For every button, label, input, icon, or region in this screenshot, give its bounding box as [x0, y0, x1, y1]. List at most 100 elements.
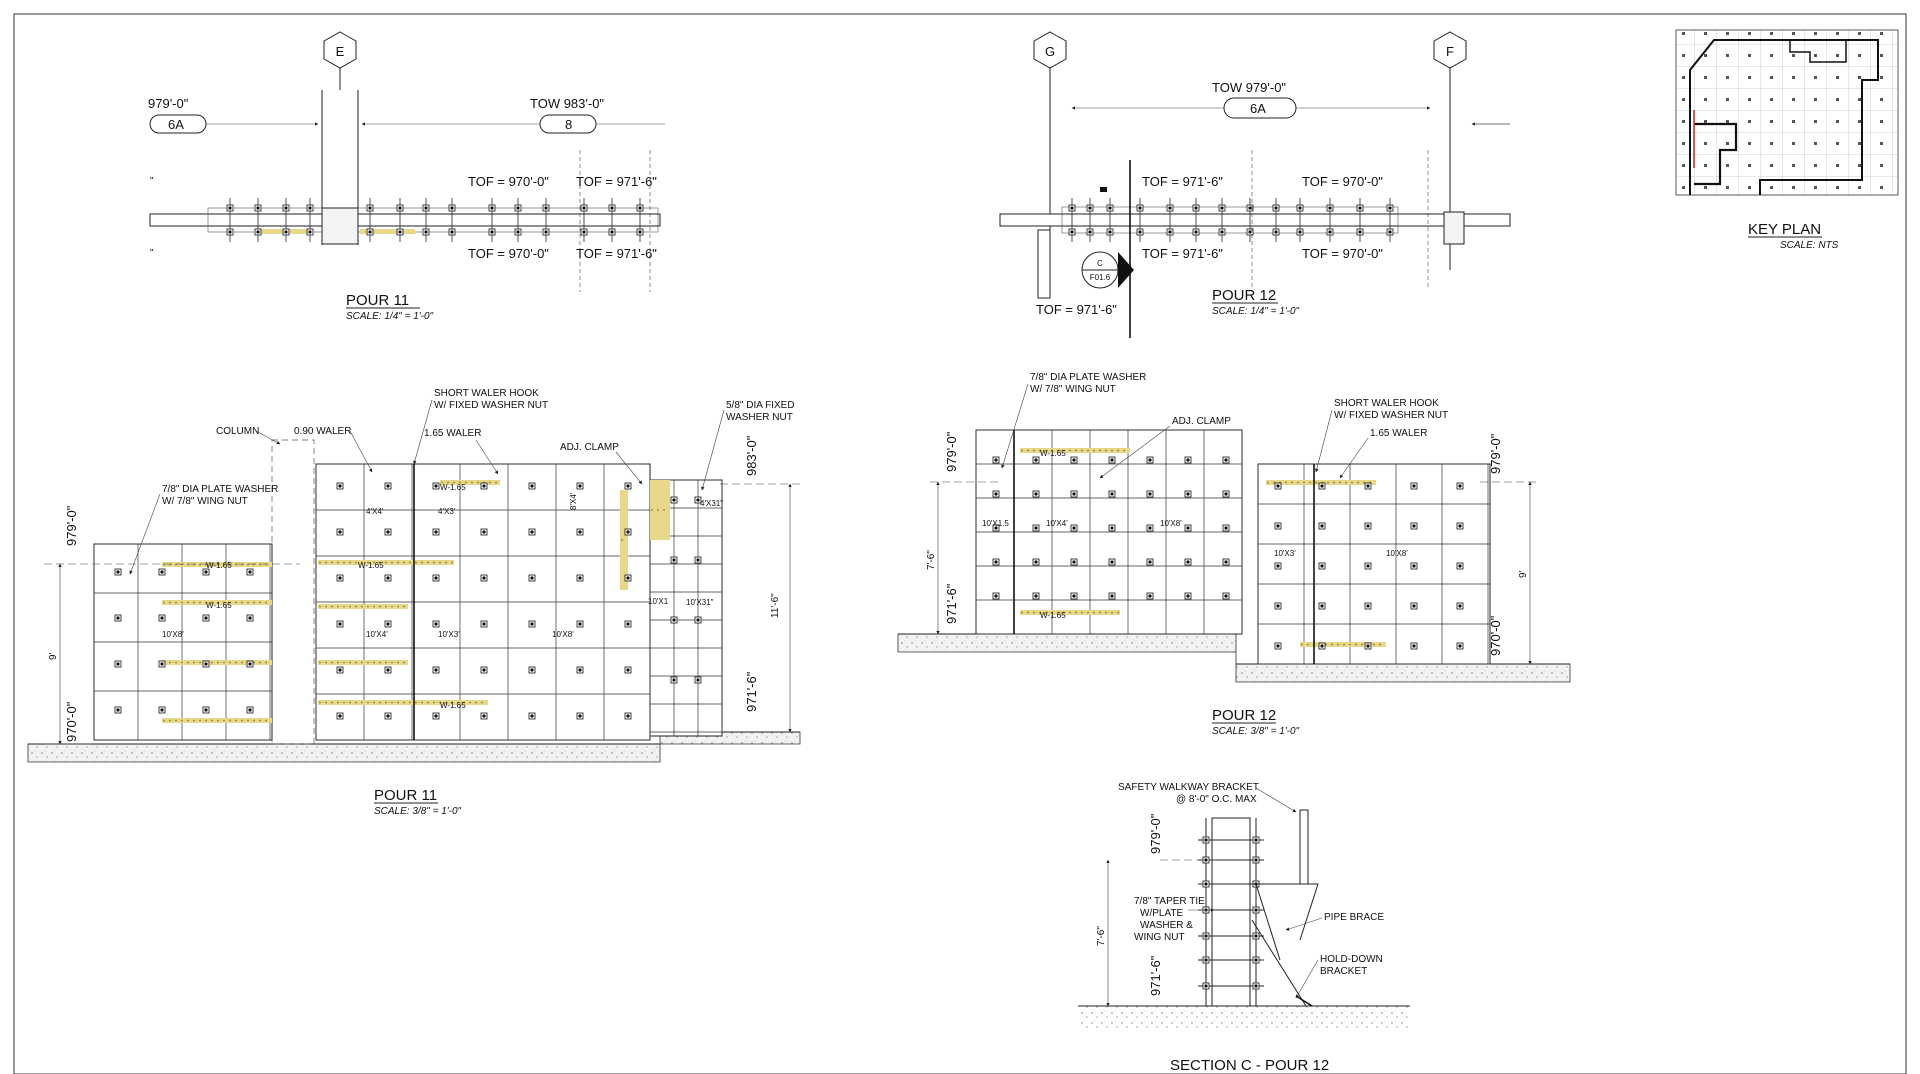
- tie-bolt-center: [530, 530, 534, 534]
- waler-dot: [1349, 643, 1351, 646]
- waler-dot: [385, 701, 387, 704]
- elevation-pour-12: 979'-0" 971'-6" 7'-6" 979'-0" 970'-0" 9'…: [897, 372, 1571, 737]
- waler-dot: [343, 561, 345, 564]
- tie-bolt-center: [1224, 458, 1228, 462]
- grid-marker-f: F: [1433, 31, 1467, 90]
- secc-callout-walkway-2: @ 8'-0" O.C. MAX: [1176, 794, 1257, 805]
- tie-bolt-center: [530, 484, 534, 488]
- secc-callout-taper-3: WASHER &: [1140, 920, 1193, 931]
- tie-bolt-center: [284, 206, 288, 210]
- tie-bolt-center: [1366, 484, 1370, 488]
- tie-bolt-center: [626, 576, 630, 580]
- waler-highlight: [318, 604, 408, 609]
- tie-bolt-center: [696, 678, 700, 682]
- waler-dot: [1039, 449, 1041, 452]
- tie-bolt-center: [1412, 644, 1416, 648]
- waler-dot: [349, 661, 351, 664]
- tie-bolt-center: [116, 662, 120, 666]
- secc-callout-hold-1: HOLD-DOWN: [1320, 954, 1383, 965]
- waler-dot: [657, 509, 659, 511]
- tie-bolt-center: [516, 206, 520, 210]
- waler-dot: [433, 701, 435, 704]
- waler-dot: [355, 561, 357, 564]
- plan12-tow: TOW 979'-0": [1212, 80, 1286, 95]
- waler-dot: [265, 601, 267, 604]
- plan11-tow-left-badge: 6A: [168, 117, 184, 132]
- tie-bolt-center: [1148, 560, 1152, 564]
- tie-bolt-center: [482, 576, 486, 580]
- waler-dot: [1027, 611, 1029, 614]
- tie-bolt-center: [1412, 604, 1416, 608]
- waler-dot: [409, 561, 411, 564]
- tie-bolt-center: [434, 484, 438, 488]
- e12-panel-3: 10'X8': [1160, 519, 1182, 528]
- tie-bolt-center: [1276, 604, 1280, 608]
- waler-highlight: [650, 480, 670, 540]
- e11-panel-9: 4'X31": [700, 499, 723, 508]
- grid-marker-e: E: [323, 31, 357, 90]
- waler-dot: [1315, 481, 1317, 484]
- waler-highlight: [440, 480, 500, 485]
- tie-bolt-center: [1072, 492, 1076, 496]
- waler-dot: [223, 719, 225, 722]
- tie-bolt-center: [578, 530, 582, 534]
- waler-dot: [361, 661, 363, 664]
- tie-bolt-center: [578, 714, 582, 718]
- e12-elev-979-right: 979'-0": [1488, 433, 1503, 474]
- tie-bolt-center: [544, 230, 548, 234]
- tie-bolt-center: [1248, 206, 1252, 210]
- waler-dot: [1285, 481, 1287, 484]
- waler-dot: [199, 719, 201, 722]
- waler-dot: [453, 481, 455, 484]
- key-plan: KEY PLAN SCALE: NTS: [1675, 29, 1899, 251]
- e12-waler-tag-b: W-1.65: [1040, 611, 1066, 620]
- tie-bolt-center: [338, 530, 342, 534]
- waler-highlight: [318, 660, 408, 665]
- waler-dot: [235, 601, 237, 604]
- waler-dot: [193, 719, 195, 722]
- secc-elev-979: 979'-0": [1148, 813, 1163, 854]
- waler-dot: [415, 561, 417, 564]
- waler-dot: [391, 561, 393, 564]
- waler-dot: [409, 701, 411, 704]
- waler-highlight: [162, 562, 272, 567]
- tie-bolt-center: [1248, 230, 1252, 234]
- waler-dot: [1045, 611, 1047, 614]
- tie-bolt-center: [994, 458, 998, 462]
- waler-dot: [265, 719, 267, 722]
- secc-elev-9716: 971'-6": [1148, 955, 1163, 996]
- tie-bolt-center: [1298, 206, 1302, 210]
- waler-dot: [343, 701, 345, 704]
- tie-bolt-center: [1072, 526, 1076, 530]
- e11-callout-column: COLUMN: [216, 426, 259, 437]
- tie-bolt-center: [1148, 526, 1152, 530]
- tie-bolt-center: [1186, 560, 1190, 564]
- tie-bolt-center: [1298, 230, 1302, 234]
- waler-dot: [223, 601, 225, 604]
- e12-callout-clamp: ADJ. CLAMP: [1172, 416, 1231, 427]
- waler-dot: [397, 605, 399, 608]
- waler-dot: [331, 701, 333, 704]
- tie-bolt-center: [1110, 594, 1114, 598]
- waler-dot: [1033, 449, 1035, 452]
- waler-highlight: [318, 700, 488, 705]
- tie-bolt-center: [696, 618, 700, 622]
- tie-bolt-center: [544, 206, 548, 210]
- tie-bolt-center: [1320, 484, 1324, 488]
- waler-dot: [663, 509, 665, 511]
- tie-bolt-center: [490, 206, 494, 210]
- tie-bolt-center: [1108, 230, 1112, 234]
- waler-dot: [379, 701, 381, 704]
- waler-dot: [355, 701, 357, 704]
- tie-bolt-center: [1220, 230, 1224, 234]
- waler-dot: [421, 561, 423, 564]
- e11-elev-970: 970'-0": [64, 701, 79, 742]
- tie-bolt-center: [1276, 644, 1280, 648]
- e11-waler-tag-b: W-1.65: [206, 601, 232, 610]
- waler-dot: [451, 701, 453, 704]
- waler-dot: [325, 701, 327, 704]
- e11-waler-tag-e: W-1.65: [440, 701, 466, 710]
- waler-dot: [319, 561, 321, 564]
- secc-callout-taper-1: 7/8" TAPER TIE: [1134, 896, 1205, 907]
